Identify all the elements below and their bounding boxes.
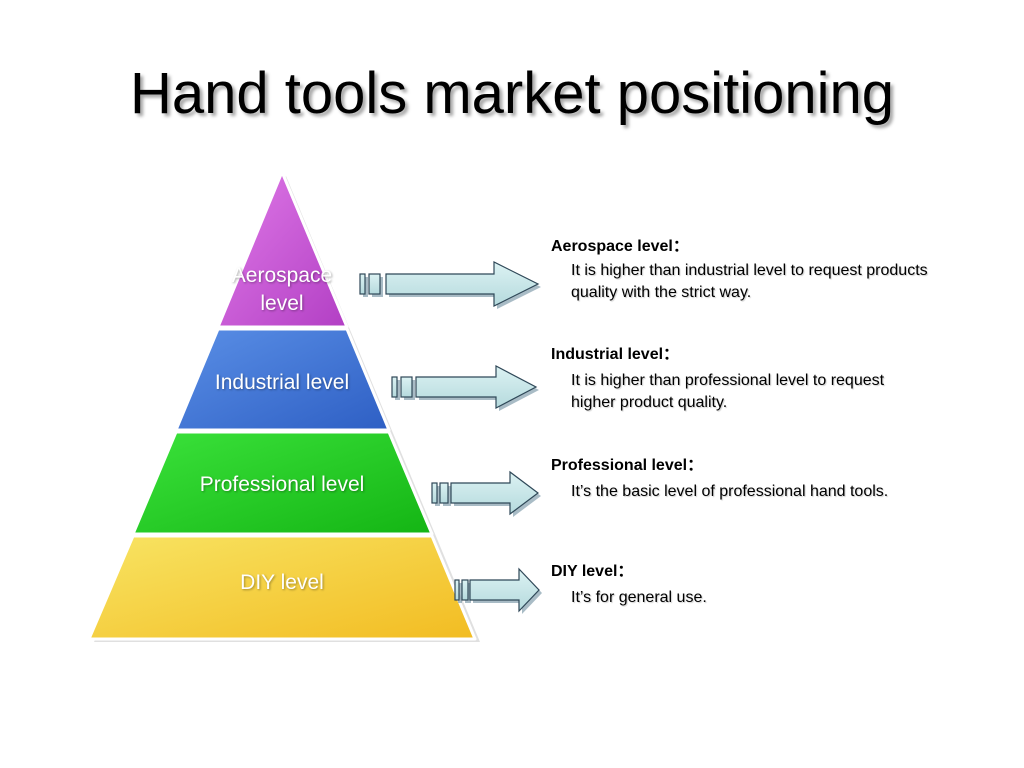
- arrow-professional: [431, 470, 541, 517]
- desc-heading-diy: DIY level：: [551, 563, 634, 580]
- arrow-diy: [454, 567, 542, 614]
- desc-text-aerospace: It is higher than industrial level to re…: [571, 262, 928, 301]
- desc-diy: DIY level： It’s for general use.: [551, 562, 951, 609]
- tier-diy: [87, 534, 477, 641]
- arrow-aerospace: [359, 261, 541, 309]
- tier-label-aerospace: Aerospace level: [231, 264, 333, 315]
- desc-heading-industrial: Industrial level：: [551, 346, 680, 363]
- arrow-industrial: [391, 365, 539, 411]
- desc-text-diy: It’s for general use.: [571, 589, 707, 606]
- desc-industrial: Industrial level： It is higher than prof…: [551, 345, 951, 414]
- tier-label-diy: DIY level: [240, 571, 324, 594]
- tier-label-professional: Professional level: [199, 473, 365, 496]
- tier-professional: [131, 430, 434, 536]
- desc-heading-aerospace: Aerospace level：: [551, 238, 689, 255]
- tier-label-industrial: Industrial level: [214, 371, 350, 394]
- desc-professional: Professional level： It’s the basic level…: [551, 456, 951, 503]
- desc-text-industrial: It is higher than professional level to …: [571, 372, 885, 411]
- desc-text-professional: It’s the basic level of professional han…: [571, 483, 889, 500]
- tier-aerospace: [216, 170, 349, 329]
- slide-title: Hand tools market positioning: [129, 61, 895, 126]
- tier-industrial: [174, 327, 391, 432]
- desc-aerospace: Aerospace level： It is higher than indus…: [551, 237, 951, 304]
- desc-heading-professional: Professional level：: [551, 457, 704, 474]
